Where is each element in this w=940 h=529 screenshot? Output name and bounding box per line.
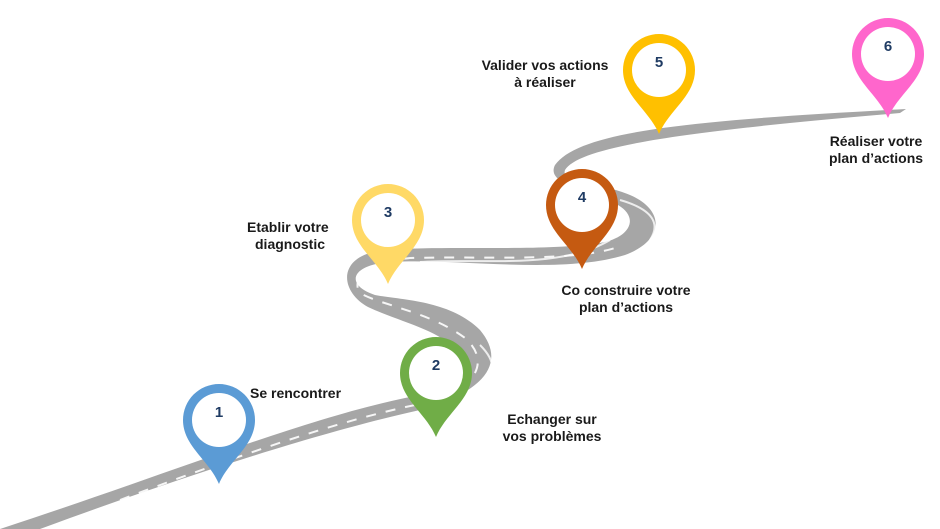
step-2-pin: 2 xyxy=(396,333,476,439)
step-5-number: 5 xyxy=(654,54,664,71)
map-pin-icon xyxy=(400,337,472,437)
map-pin-icon xyxy=(852,18,924,118)
step-5-pin: 5 xyxy=(619,30,699,136)
step-4-label: Co construire votre plan d’actions xyxy=(561,282,691,315)
step-1-label: Se rencontrer xyxy=(250,385,342,401)
step-1-number: 1 xyxy=(214,404,224,421)
step-4-number: 4 xyxy=(577,189,587,206)
road-center-dashes xyxy=(119,247,616,501)
step-3-number: 3 xyxy=(383,204,393,221)
road-edge-line xyxy=(419,116,881,396)
step-2-label: Echanger sur vos problèmes xyxy=(502,411,602,444)
map-pin-icon xyxy=(546,169,618,269)
step-5-label: Valider vos actions à réaliser xyxy=(481,57,609,90)
step-2-number: 2 xyxy=(431,357,441,374)
step-6-label: Réaliser votre plan d’actions xyxy=(828,133,924,166)
step-1-pin: 1 xyxy=(179,380,259,486)
road-surface xyxy=(0,109,906,529)
step-4-pin: 4 xyxy=(542,165,622,271)
map-pin-icon xyxy=(623,34,695,134)
step-6-number: 6 xyxy=(883,38,893,55)
map-pin-icon xyxy=(183,384,255,484)
step-6-pin: 6 xyxy=(848,14,928,120)
step-3-pin: 3 xyxy=(348,180,428,286)
map-pin-icon xyxy=(352,184,424,284)
step-3-label: Etablir votre diagnostic xyxy=(247,219,329,252)
